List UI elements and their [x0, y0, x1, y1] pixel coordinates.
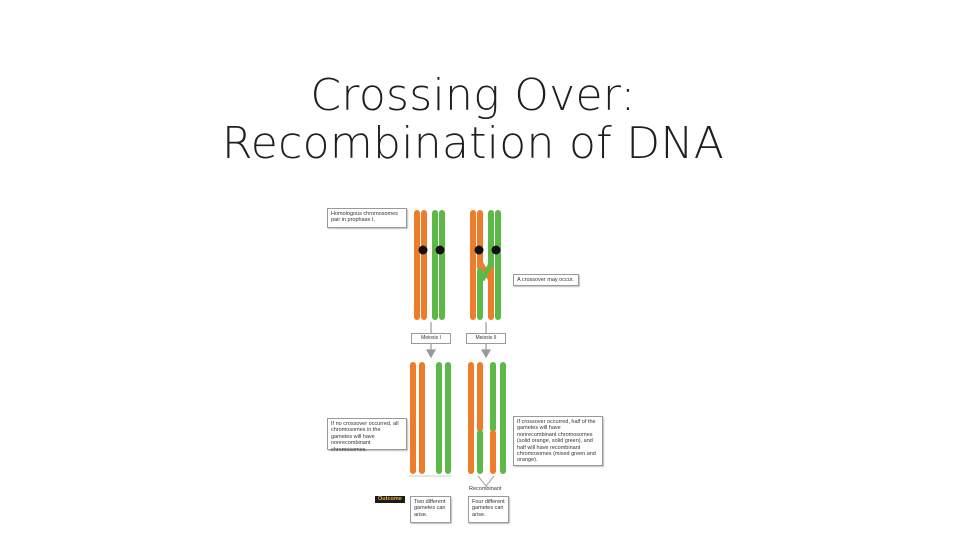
gametes-no-crossover: [410, 362, 451, 474]
centromere-left-orange: [419, 246, 428, 255]
callout-no-crossover: If no crossover occurred, all chromosome…: [327, 418, 407, 450]
outcome-label: Outcome: [375, 496, 405, 503]
callout-homologous: Homologous chromosomes pair in prophase …: [327, 208, 407, 228]
outcome-two-gametes: Two different gametes can arise.: [410, 496, 451, 523]
callout-crossover-result: If crossover occurred, half of the gamet…: [513, 416, 603, 466]
recombinant-bracket: [478, 476, 494, 486]
centromere-left-green: [436, 246, 445, 255]
callout-crossover: A crossover may occur.: [513, 274, 579, 286]
tag-meiosis-right: Meiosis II: [466, 333, 506, 344]
outcome-four-gametes: Four different gametes can arise.: [468, 496, 509, 523]
green-homolog-left: [432, 210, 445, 320]
recombinant-label: Recombinant: [469, 486, 501, 492]
tag-meiosis-left: Meiosis I: [411, 333, 451, 344]
orange-homolog-left: [414, 210, 427, 320]
centromere-right-orange: [475, 246, 484, 255]
centromere-right-green: [492, 246, 501, 255]
gametes-crossover: [468, 362, 506, 474]
